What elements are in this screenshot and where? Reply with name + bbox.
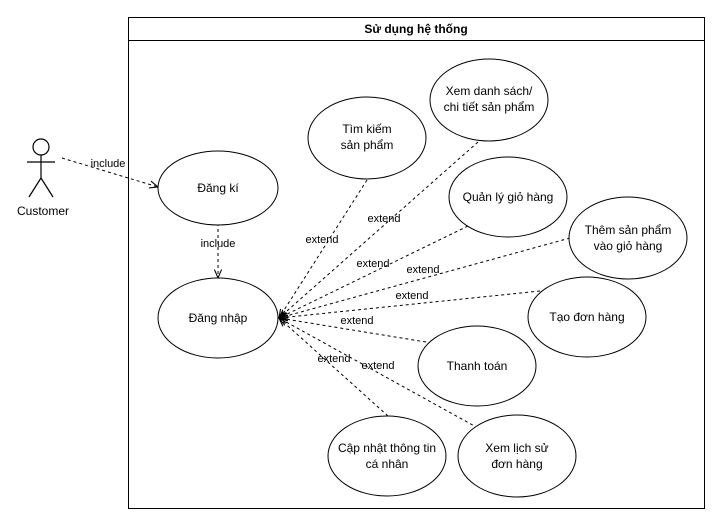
extend-label-cart: extend <box>356 258 389 270</box>
use-case-search[interactable]: Tìm kiếm sản phẩm <box>307 96 427 180</box>
extend-label-orderhistory: extend <box>361 360 394 372</box>
use-case-login[interactable]: Đăng nhập <box>157 277 279 359</box>
use-case-add-cart[interactable]: Thêm sản phẩm vào giỏ hàng <box>568 196 688 280</box>
actor-customer[interactable]: Customer <box>17 138 69 218</box>
include-customer-register[interactable] <box>61 157 158 187</box>
use-case-label: Cập nhật thông tin <box>338 441 436 455</box>
extend-cart-login[interactable] <box>279 225 469 318</box>
extend-label-search: extend <box>305 234 338 246</box>
actor-left-leg <box>28 177 42 198</box>
actor-right-leg <box>40 177 54 198</box>
extend-label-payment: extend <box>340 315 373 327</box>
relationship-labels: include include extend extend extend ext… <box>91 158 440 372</box>
relationships <box>61 141 571 429</box>
use-case-label: Xem lịch sử <box>485 441 548 455</box>
use-case-label: đơn hàng <box>491 457 542 471</box>
use-case-update-info[interactable]: Cập nhật thông tin cá nhân <box>327 415 447 497</box>
use-case-label: Quản lý giỏ hàng <box>463 190 554 204</box>
use-case-payment[interactable]: Thanh toán <box>417 325 537 407</box>
extend-createorder-login[interactable] <box>279 290 541 318</box>
use-case-cart[interactable]: Quản lý giỏ hàng <box>448 156 568 238</box>
use-case-view-list[interactable]: Xem danh sách/ chi tiết sản phẩm <box>429 58 549 142</box>
use-case-order-history[interactable]: Xem lịch sử đơn hàng <box>457 414 577 498</box>
extend-addcart-login[interactable] <box>279 237 571 318</box>
use-case-label: Xem danh sách/ <box>446 84 533 98</box>
use-case-create-order[interactable]: Tạo đơn hàng <box>527 276 647 358</box>
use-case-label: Tạo đơn hàng <box>549 310 624 324</box>
extend-label-viewlist: extend <box>367 213 400 225</box>
actor-head <box>32 138 50 156</box>
use-case-label: Thanh toán <box>447 359 508 373</box>
actor-label: Customer <box>17 204 69 218</box>
extend-label-createorder: extend <box>395 290 428 302</box>
extend-updateinfo-login[interactable] <box>279 318 389 417</box>
include-label-2: include <box>201 238 236 250</box>
extend-payment-login[interactable] <box>279 318 433 344</box>
use-case-register[interactable]: Đăng kí <box>157 150 279 226</box>
use-case-label: sản phẩm <box>341 138 394 152</box>
extend-viewlist-login[interactable] <box>279 141 479 318</box>
use-case-label: Đăng nhập <box>189 311 248 325</box>
extend-orderhistory-login[interactable] <box>279 318 479 429</box>
use-case-label: cá nhân <box>366 457 409 471</box>
use-case-label: Thêm sản phẩm <box>585 223 672 237</box>
use-case-label: chi tiết sản phẩm <box>444 100 535 114</box>
use-case-label: Đăng kí <box>197 181 239 195</box>
extend-label-updateinfo: extend <box>317 353 350 365</box>
include-label-1: include <box>91 158 126 170</box>
use-case-label: Tìm kiếm <box>342 122 391 136</box>
system-title: Sử dụng hệ thống <box>364 22 467 36</box>
extend-label-addcart: extend <box>406 264 439 276</box>
use-case-label: vào giỏ hàng <box>594 239 663 253</box>
